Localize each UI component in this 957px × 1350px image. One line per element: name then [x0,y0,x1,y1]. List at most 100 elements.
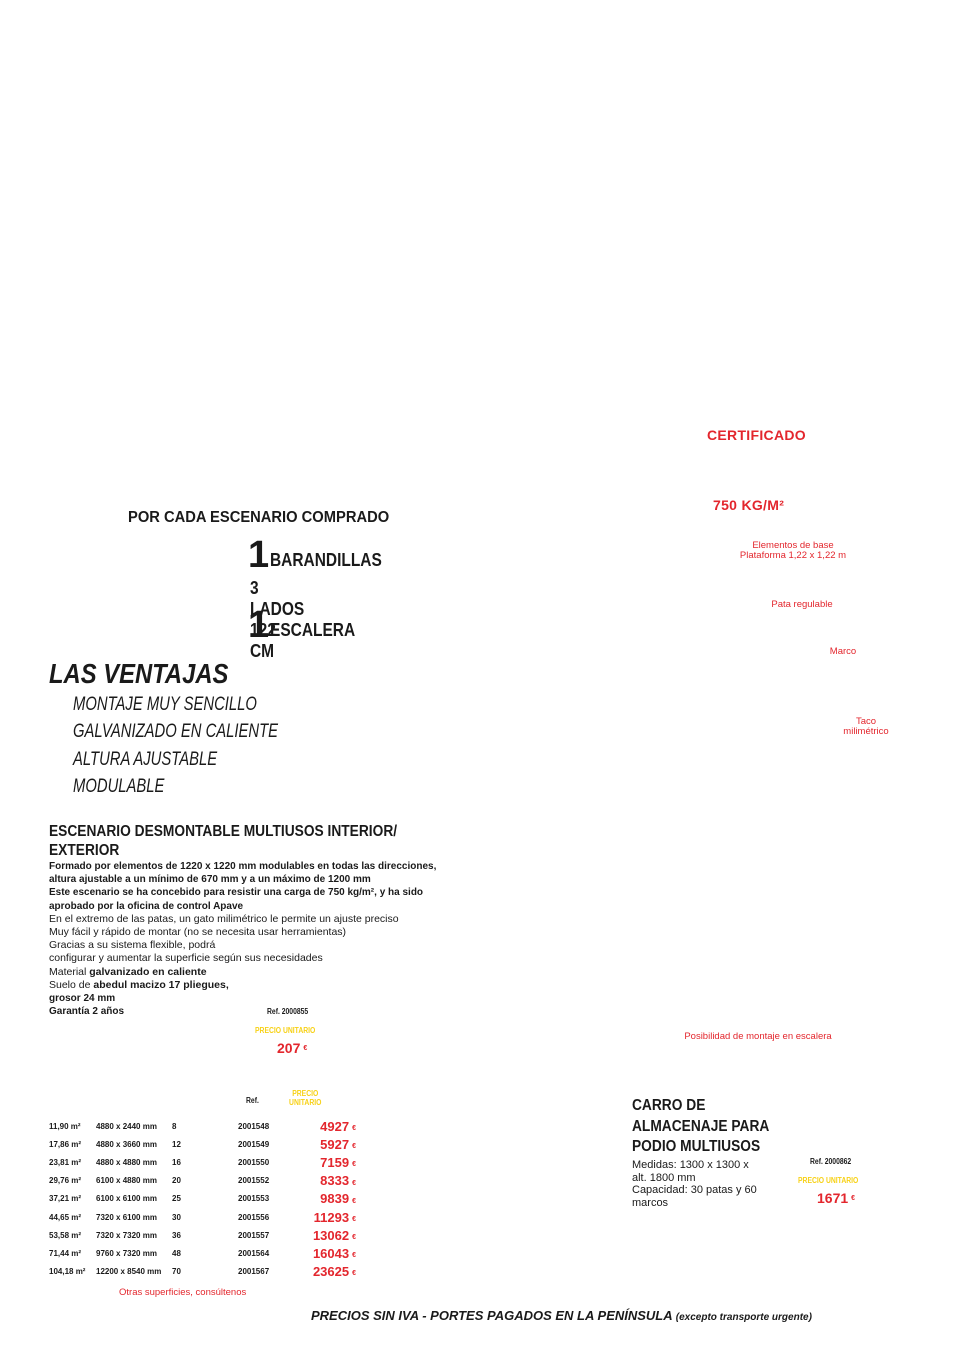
area-cell: 104,18 m² [49,1267,86,1277]
carro-title-line1: CARRO DE [632,1097,706,1114]
desc-line: En el extremo de las patas, un gato mili… [49,912,399,925]
euro-icon: € [851,1195,856,1203]
footer-main: PRECIOS SIN IVA - PORTES PAGADOS EN LA P… [311,1308,673,1323]
advantages-list: MONTAJE MUY SENCILLO GALVANIZADO EN CALI… [73,694,336,803]
advantage-item: MONTAJE MUY SENCILLO [73,694,257,715]
leg-caption: Pata regulable [771,599,833,610]
qty-cell: 48 [172,1248,181,1258]
table-price-header: PRECIO UNITARIO [284,1089,327,1107]
carro-desc-line: marcos [632,1196,669,1209]
row-price-value: 11293 [313,1209,350,1225]
qty-cell: 70 [172,1267,181,1277]
carro-title-line3: PODIO MULTIUSOS [632,1138,761,1155]
qty-cell: 36 [172,1230,181,1240]
block-caption: Taco milimétrico [830,717,902,737]
desc-bold-line: Este escenario se ha concebido para resi… [49,887,424,899]
area-cell: 23,81 m² [49,1157,82,1167]
product-title-line2: EXTERIOR [49,842,120,859]
euro-icon: € [352,1161,356,1169]
base-elements-line2: Plataforma 1,22 x 1,22 m [739,550,847,561]
price-cell: 7159€ [296,1153,356,1171]
carro-price-value: 1671 [817,1190,849,1206]
advantage-item: ALTURA AJUSTABLE [73,748,218,770]
area-cell: 37,21 m² [49,1194,82,1204]
row-price-value: 23625 [312,1264,350,1280]
table-price-header-line1: PRECIO [292,1089,319,1098]
carro-title-line2: ALMACENAJE PARA [632,1117,770,1135]
promo-item2-line1: ESCALERA [270,620,356,640]
row-price-value: 9839 [320,1191,350,1207]
ref-cell: 2001564 [238,1248,270,1258]
size-cell: 7320 x 7320 mm [96,1230,157,1240]
carro-desc-line: alt. 1800 mm [632,1171,696,1184]
ref-cell: 2001567 [238,1267,270,1277]
qty-cell: 20 [172,1176,181,1186]
desc-line: Muy fácil y rápido de montar (no se nece… [49,926,347,939]
qty-cell: 12 [172,1139,181,1149]
promo-qty-1: 1 [248,534,270,576]
floor-label: Suelo de [49,978,94,991]
price-cell: 11293€ [296,1208,356,1226]
desc-material: Material galvanizado en caliente [49,966,479,979]
product-ref: Ref. 2000855 [267,1007,309,1016]
footer-notice: PRECIOS SIN IVA - PORTES PAGADOS EN LA P… [311,1308,812,1323]
size-cell: 4880 x 2440 mm [96,1121,157,1131]
qty-cell: 25 [172,1194,181,1204]
euro-icon: € [303,1045,308,1053]
desc-floor: Suelo de abedul macizo 17 pliegues, [49,979,479,992]
table-price-header-line2: UNITARIO [289,1098,322,1107]
product-price-value: 207 [277,1040,301,1056]
size-cell: 9760 x 7320 mm [96,1248,157,1258]
row-price-value: 7159 [320,1154,350,1170]
price-cell: 16043€ [296,1244,356,1262]
table-row: 23,81 m² 4880 x 4880 mm 16 2001550 7159€ [49,1153,356,1171]
carro-desc-line: Medidas: 1300 x 1300 x [632,1159,749,1171]
euro-icon: € [352,1179,356,1187]
row-price-value: 16043 [312,1245,350,1261]
block-line2: milimétrico [843,726,889,737]
ref-cell: 2001556 [238,1212,270,1222]
price-cell: 13062€ [296,1226,356,1244]
table-ref-header: Ref. [246,1096,259,1105]
table-note: Otras superficies, consúltenos [119,1287,247,1298]
promo-qty-2: 1 [248,604,270,646]
ref-cell: 2001552 [238,1176,270,1186]
carro-ref: Ref. 2000862 [810,1157,852,1166]
area-cell: 29,76 m² [49,1176,82,1186]
qty-cell: 8 [172,1121,177,1131]
desc-bold-line: Formado por elementos de 1220 x 1220 mm … [49,861,437,872]
size-cell: 7320 x 6100 mm [96,1212,157,1222]
size-cell: 4880 x 4880 mm [96,1157,157,1167]
advantages-title: LAS VENTAJAS [49,658,229,689]
row-price-value: 13062 [312,1227,350,1243]
base-elements-line1: Elementos de base [752,540,834,551]
certified-label: CERTIFICADO [707,427,806,443]
qty-cell: 16 [172,1157,181,1167]
product-unit-price-label: PRECIO UNITARIO [255,1026,316,1035]
price-cell: 23625€ [296,1263,356,1281]
advantage-item: MODULABLE [73,775,165,797]
desc-bold-line: aprobado por la oficina de control Apave [49,900,244,912]
euro-icon: € [352,1234,356,1242]
stairs-note: Posibilidad de montaje en escalera [684,1031,832,1042]
size-cell: 6100 x 6100 mm [96,1194,157,1204]
area-cell: 11,90 m² [49,1121,81,1131]
euro-icon: € [352,1124,356,1132]
euro-icon: € [352,1252,356,1260]
carro-unit-price-label: PRECIO UNITARIO [798,1176,859,1185]
euro-icon: € [352,1270,356,1278]
price-cell: 4927€ [296,1117,356,1135]
carro-description: Medidas: 1300 x 1300 x alt. 1800 mm Capa… [632,1159,777,1209]
carro-title: CARRO DE ALMACENAJE PARA PODIO MULTIUSOS [632,1096,769,1158]
ref-cell: 2001553 [238,1194,270,1204]
price-cell: 8333€ [296,1172,356,1190]
product-title: ESCENARIO DESMONTABLE MULTIUSOS INTERIOR… [49,822,397,860]
block-line1: Taco [855,716,877,727]
footer-note: (excepto transporte urgente) [675,1312,812,1323]
ref-cell: 2001550 [238,1157,270,1167]
